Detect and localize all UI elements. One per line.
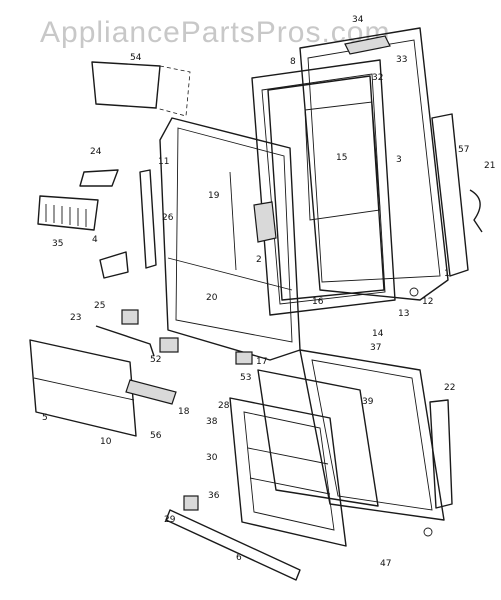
part-label-21: 21 bbox=[484, 161, 495, 171]
part-label-22: 22 bbox=[444, 383, 455, 393]
basket-35 bbox=[37, 195, 99, 231]
part-label-29: 29 bbox=[164, 515, 176, 525]
freezer-door-outer bbox=[299, 349, 445, 521]
part-label-32: 32 bbox=[372, 73, 383, 83]
kick-plate-6 bbox=[165, 509, 301, 581]
part-label-13: 13 bbox=[398, 309, 409, 319]
part-number-labels: 1234568101112131415161718192021222324252… bbox=[42, 15, 495, 569]
part-label-4: 4 bbox=[92, 235, 98, 245]
drawer-front-5 bbox=[29, 339, 137, 437]
refrigerator-door-gasket bbox=[251, 59, 396, 316]
cabinet-liner bbox=[159, 117, 301, 361]
door-hinge-21 bbox=[469, 189, 483, 233]
part-label-33: 33 bbox=[396, 55, 407, 65]
part-label-10: 10 bbox=[100, 437, 112, 447]
part-label-34: 34 bbox=[352, 15, 364, 25]
control-parts bbox=[121, 287, 433, 537]
part-label-57: 57 bbox=[458, 145, 469, 155]
part-label-39: 39 bbox=[362, 397, 374, 407]
wire-rod-23 bbox=[95, 325, 155, 357]
part-label-47: 47 bbox=[380, 559, 391, 569]
part-label-20: 20 bbox=[206, 293, 218, 303]
part-label-18: 18 bbox=[178, 407, 190, 417]
part-label-11: 11 bbox=[158, 157, 169, 167]
part-label-38: 38 bbox=[206, 417, 218, 427]
hinge-bracket-22 bbox=[429, 399, 453, 509]
freezer-door-liner bbox=[229, 397, 347, 547]
bracket-4 bbox=[99, 251, 129, 279]
part-label-53: 53 bbox=[240, 373, 251, 383]
part-label-37: 37 bbox=[370, 343, 381, 353]
part-label-14: 14 bbox=[372, 329, 384, 339]
part-label-16: 16 bbox=[312, 297, 324, 307]
door-trim-strip-57 bbox=[431, 113, 469, 277]
part-label-19: 19 bbox=[208, 191, 220, 201]
part-label-6: 6 bbox=[236, 553, 242, 563]
part-label-54: 54 bbox=[130, 53, 142, 63]
crisper-cover-54 bbox=[91, 61, 191, 117]
part-label-24: 24 bbox=[90, 147, 102, 157]
tray-24 bbox=[79, 169, 119, 187]
part-label-3: 3 bbox=[396, 155, 402, 165]
part-label-5: 5 bbox=[42, 413, 48, 423]
part-label-12: 12 bbox=[422, 297, 433, 307]
mullion-rail-11 bbox=[139, 169, 157, 269]
part-label-15: 15 bbox=[336, 153, 347, 163]
part-label-30: 30 bbox=[206, 453, 218, 463]
part-label-23: 23 bbox=[70, 313, 81, 323]
part-label-25: 25 bbox=[94, 301, 105, 311]
shelf-bracket-2 bbox=[253, 201, 277, 243]
part-label-56: 56 bbox=[150, 431, 162, 441]
part-label-1: 1 bbox=[444, 269, 450, 279]
refrigerator-door-liner bbox=[267, 75, 385, 301]
part-label-36: 36 bbox=[208, 491, 220, 501]
part-label-17: 17 bbox=[256, 357, 267, 367]
part-label-28: 28 bbox=[218, 401, 230, 411]
freezer-door-gasket bbox=[257, 369, 379, 507]
part-label-2: 2 bbox=[256, 255, 262, 265]
part-label-8: 8 bbox=[290, 57, 296, 67]
part-label-52: 52 bbox=[150, 355, 161, 365]
part-label-35: 35 bbox=[52, 239, 63, 249]
door-handle-top bbox=[344, 35, 391, 55]
part-label-26: 26 bbox=[162, 213, 174, 223]
